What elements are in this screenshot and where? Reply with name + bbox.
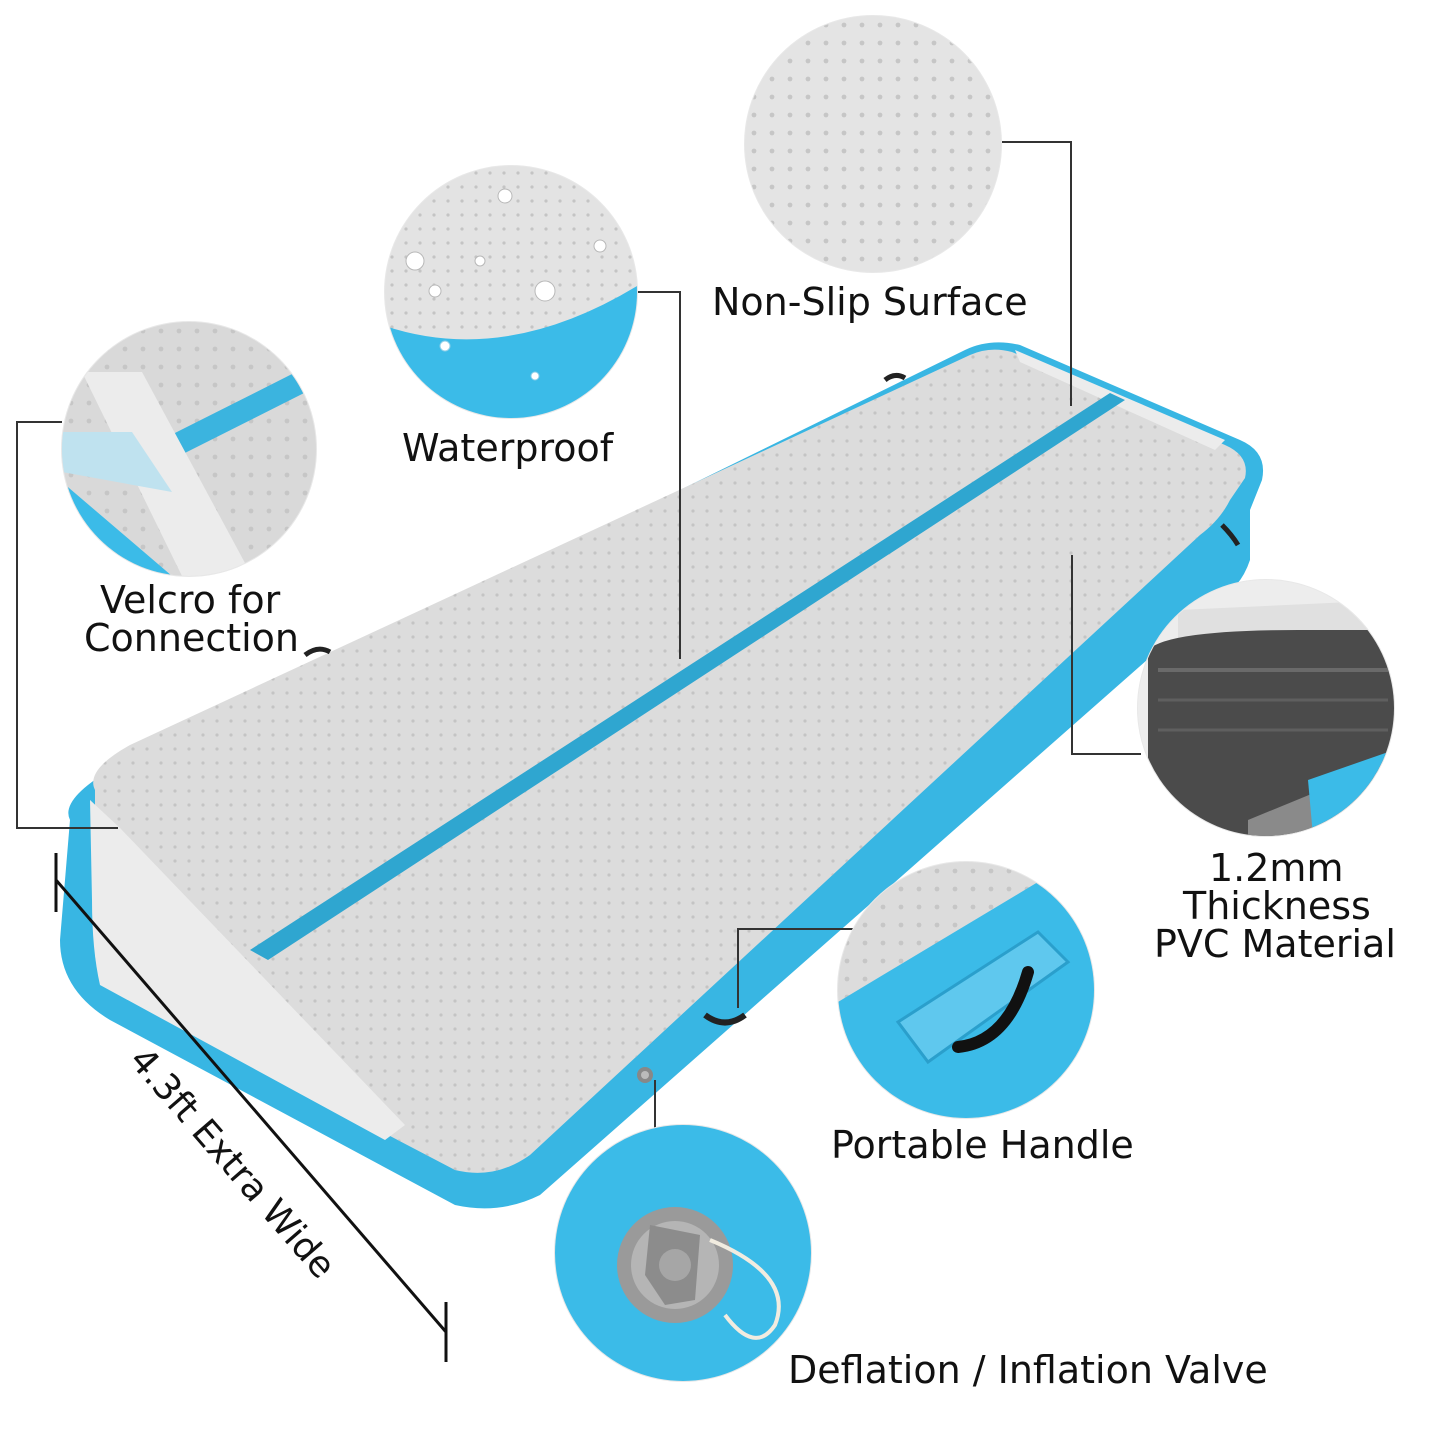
handle-icon <box>952 966 1034 1053</box>
waterproof-detail-image <box>385 166 637 418</box>
line-handle-v <box>737 928 739 1008</box>
line-waterproof-v <box>679 291 681 659</box>
line-thickness-h <box>1071 753 1141 755</box>
nonslip-label: Non-Slip Surface <box>712 280 1028 324</box>
handle-label: Portable Handle <box>831 1123 1134 1167</box>
line-handle-h <box>737 928 853 930</box>
valve-label: Deflation / Inflation Valve <box>788 1348 1268 1392</box>
thickness-label-line3: PVC Material <box>1154 922 1396 966</box>
thickness-label-line1: 1.2mm <box>1209 846 1344 890</box>
line-valve-v <box>654 1080 656 1150</box>
line-velcro-h1 <box>16 421 62 423</box>
velcro-label-line1: Velcro for <box>100 578 281 622</box>
velcro-detail-image <box>62 322 316 576</box>
line-velcro-h2 <box>16 827 118 829</box>
thickness-label-line2: Thickness <box>1183 884 1371 928</box>
waterproof-label: Waterproof <box>402 426 614 470</box>
line-nonslip-v <box>1070 141 1072 406</box>
thickness-detail-image <box>1138 580 1394 836</box>
mat-stripe <box>250 393 1125 960</box>
valve-detail-image <box>555 1125 811 1381</box>
velcro-label-line2: Connection <box>84 616 300 660</box>
nonslip-detail-image <box>745 16 1001 272</box>
line-waterproof-h <box>637 291 681 293</box>
line-velcro-v <box>16 421 18 829</box>
velcro-strip <box>90 800 405 1140</box>
line-nonslip-h <box>1002 141 1072 143</box>
line-thickness-v <box>1071 555 1073 755</box>
handle-detail-image <box>838 862 1094 1118</box>
side-handle <box>703 1012 747 1026</box>
